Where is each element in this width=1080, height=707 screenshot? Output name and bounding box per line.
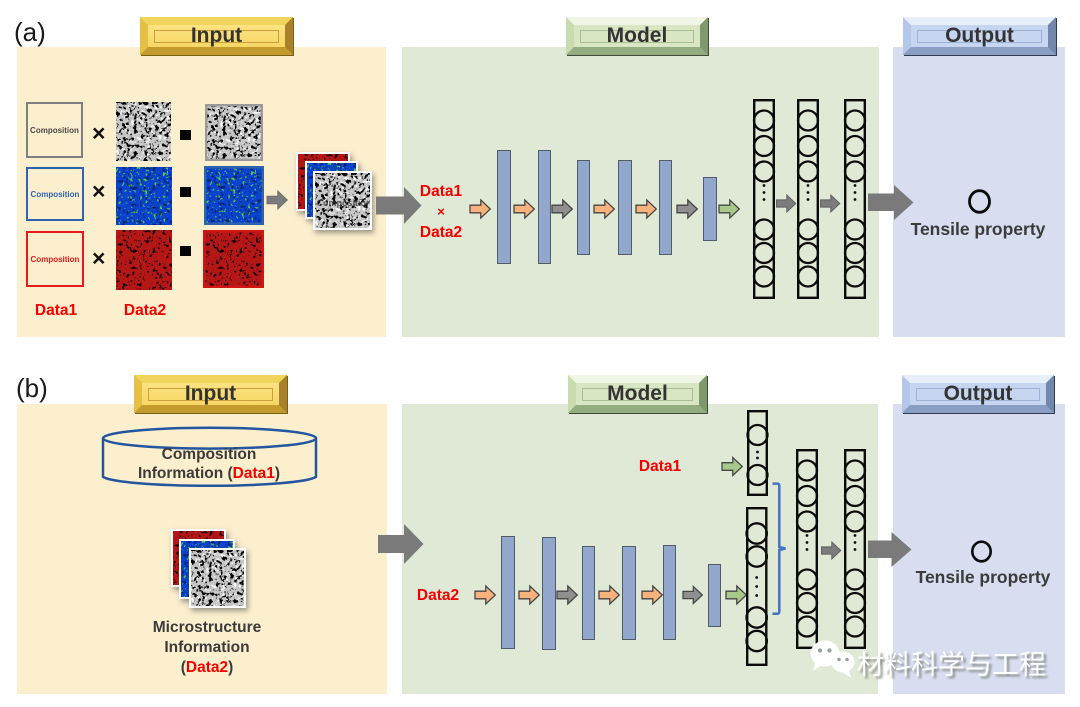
svg-text:Composition: Composition [317,198,372,208]
